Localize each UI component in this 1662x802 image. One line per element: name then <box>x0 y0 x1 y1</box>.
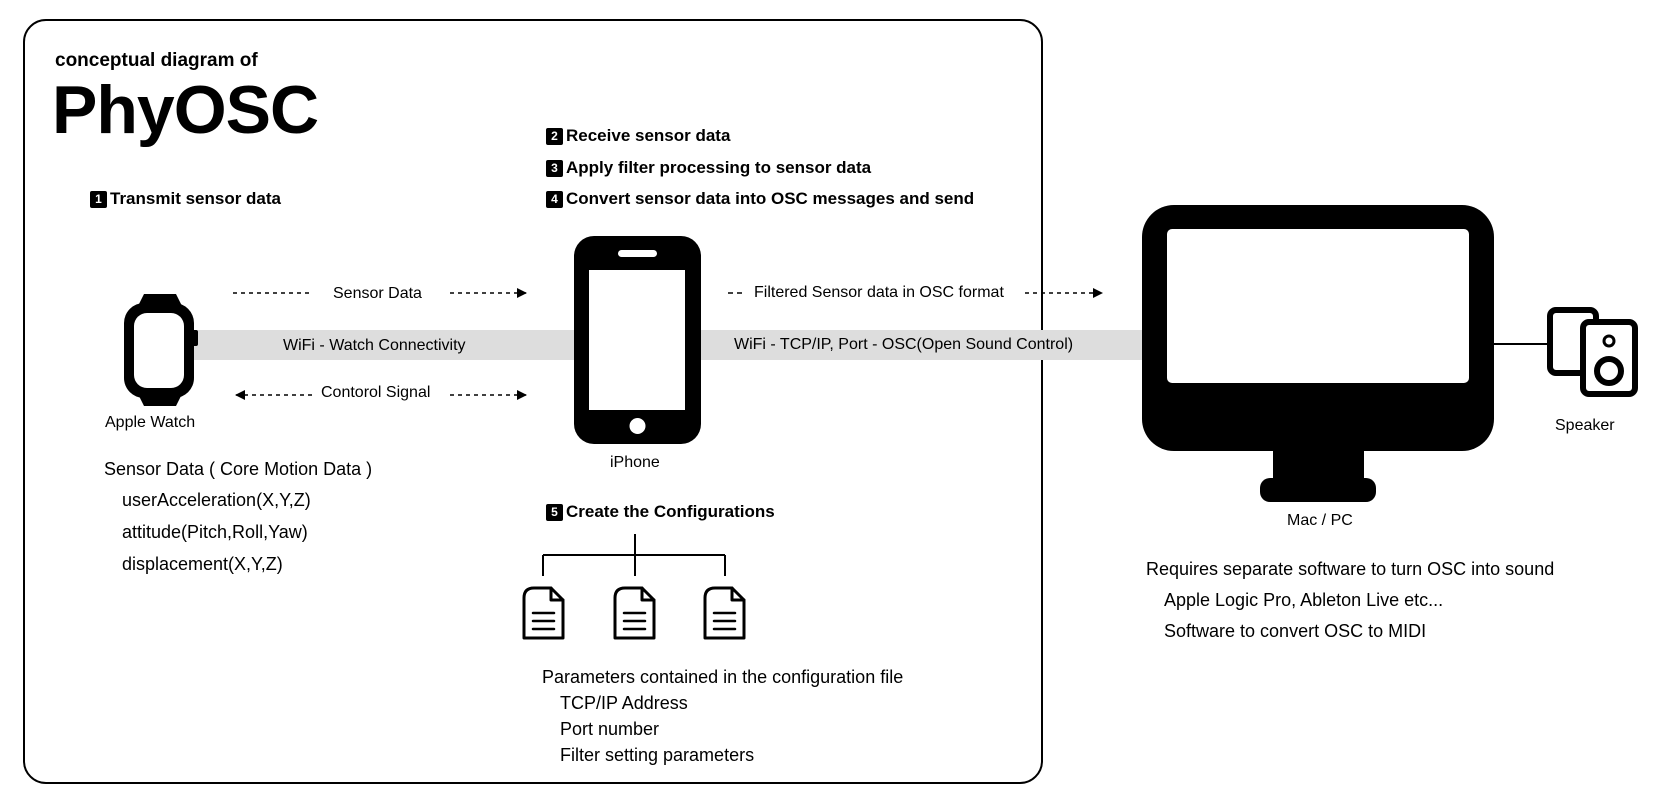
watch-notes-item: userAcceleration(X,Y,Z) <box>122 490 311 510</box>
monitor-icon <box>1142 205 1494 502</box>
sensor-data-label: Sensor Data <box>333 285 422 302</box>
watch-notes-heading: Sensor Data ( Core Motion Data ) <box>104 459 373 479</box>
config-tree <box>542 534 726 576</box>
apple-watch-icon <box>124 294 198 406</box>
speaker-icon <box>1547 307 1638 397</box>
config-notes-item: Filter setting parameters <box>560 745 755 765</box>
diagram-frame <box>23 19 1043 784</box>
watch-notes-item: attitude(Pitch,Roll,Yaw) <box>122 522 308 542</box>
apple-watch-label: Apple Watch <box>105 414 196 431</box>
step-3-badge: 3 <box>546 160 563 177</box>
step-3-label: Apply filter processing to sensor data <box>566 158 872 177</box>
mac-wifi-band <box>697 330 1147 360</box>
speaker-label: Speaker <box>1555 417 1615 434</box>
step-1-badge: 1 <box>90 191 107 208</box>
step-5-label: Create the Configurations <box>566 502 775 521</box>
mac-label: Mac / PC <box>1287 512 1353 529</box>
iphone-label: iPhone <box>610 454 660 471</box>
mac-notes-item: Apple Logic Pro, Ableton Live etc... <box>1164 590 1444 610</box>
config-notes-item: Port number <box>560 719 660 739</box>
document-icon <box>613 586 656 640</box>
mac-wifi-label: WiFi - TCP/IP, Port - OSC(Open Sound Con… <box>734 336 1074 353</box>
diagram-title: PhyOSC <box>52 72 319 148</box>
step-5-badge: 5 <box>546 504 563 521</box>
watch-wifi-label: WiFi - Watch Connectivity <box>283 337 466 354</box>
step-1-label: Transmit sensor data <box>110 189 282 208</box>
config-notes-item: TCP/IP Address <box>560 693 688 713</box>
watch-notes-item: displacement(X,Y,Z) <box>122 554 283 574</box>
step-2-badge: 2 <box>546 128 563 145</box>
step-4-label: Convert sensor data into OSC messages an… <box>566 189 975 208</box>
config-notes-heading: Parameters contained in the configuratio… <box>542 667 904 687</box>
step-4-badge: 4 <box>546 191 563 208</box>
iphone-icon <box>574 236 701 444</box>
filtered-data-label: Filtered Sensor data in OSC format <box>754 284 1004 301</box>
mac-notes-heading: Requires separate software to turn OSC i… <box>1146 559 1555 579</box>
document-icon <box>703 586 746 640</box>
diagram-subtitle: conceptual diagram of <box>55 50 258 71</box>
step-2-label: Receive sensor data <box>566 126 731 145</box>
watch-wifi-band <box>185 330 575 360</box>
mac-notes-item: Software to convert OSC to MIDI <box>1164 621 1427 641</box>
document-icon <box>522 586 565 640</box>
control-signal-label: Contorol Signal <box>321 384 431 401</box>
